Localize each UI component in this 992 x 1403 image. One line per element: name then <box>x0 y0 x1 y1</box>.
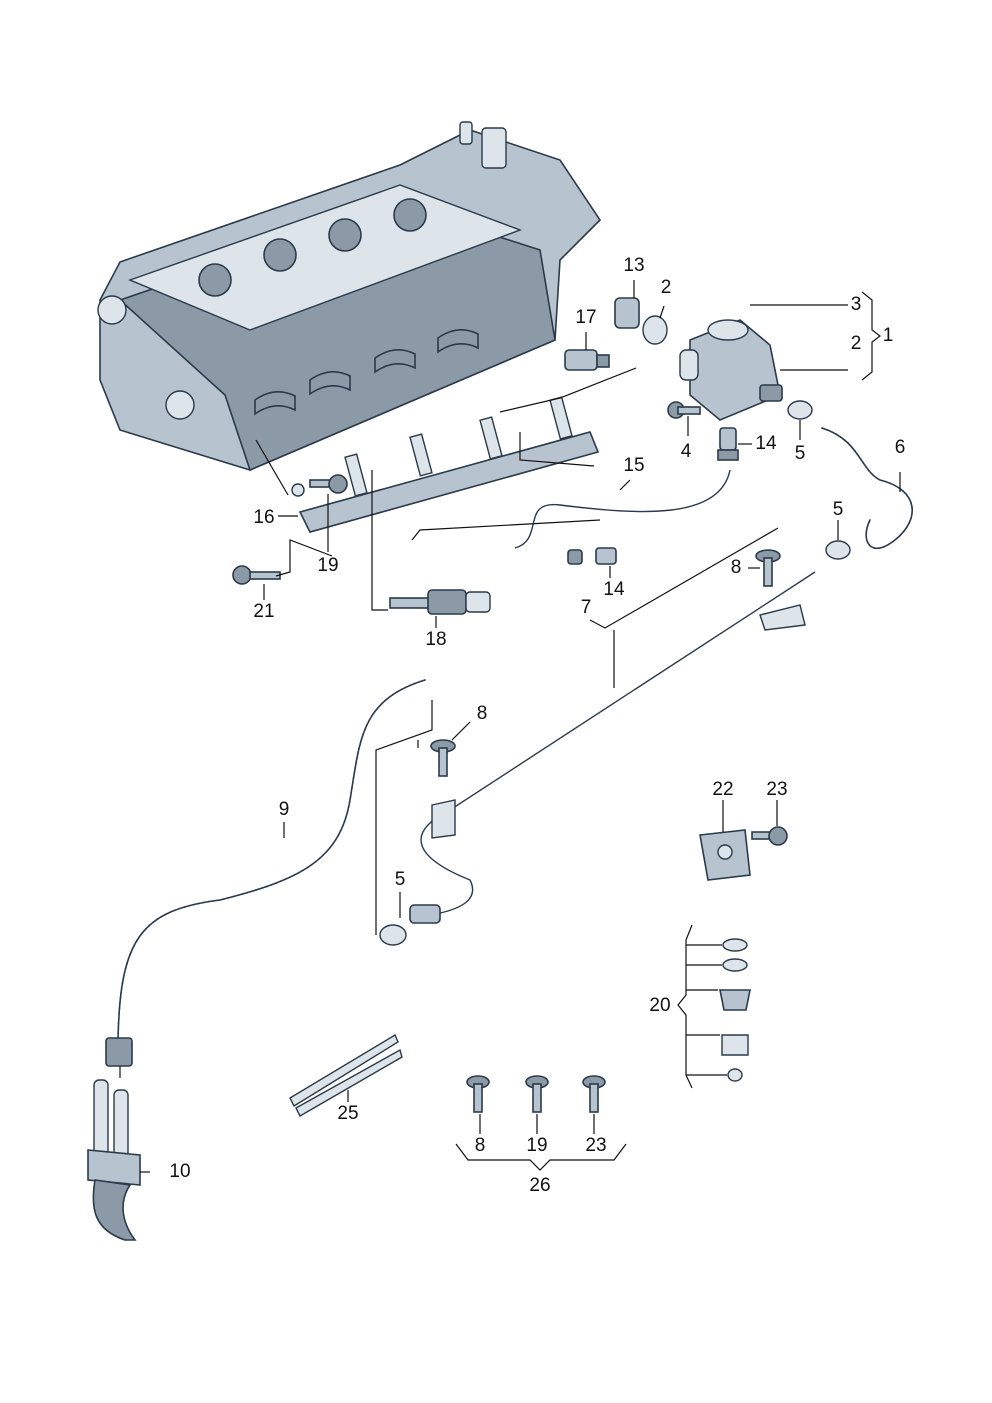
callout-8-upper: 8 <box>731 557 742 578</box>
callout-3: 3 <box>851 294 862 315</box>
part-5-clamp-lower <box>379 924 407 946</box>
callout-17: 17 <box>575 307 596 328</box>
callout-1: 1 <box>883 325 894 346</box>
callout-22: 22 <box>712 779 733 800</box>
callout-26: 26 <box>529 1175 550 1196</box>
leader-lines <box>119 280 901 1173</box>
part-8-bolt-middle <box>430 739 456 777</box>
callout-14-upper: 14 <box>755 433 777 454</box>
part-18-pressure-sender <box>389 589 491 615</box>
part-5-clamp-right <box>825 540 851 560</box>
callout-14-lower: 14 <box>603 579 625 600</box>
callout-5-lower: 5 <box>395 869 406 890</box>
part-7-fuel-line <box>420 571 816 916</box>
part-22-bracket <box>699 829 751 881</box>
part-9-hose <box>117 679 426 1041</box>
callout-18: 18 <box>425 629 446 650</box>
part-10-connector <box>87 1079 141 1241</box>
callout-4: 4 <box>681 441 692 462</box>
part-4-bolt <box>667 401 701 419</box>
callout-19-rail: 19 <box>317 555 338 576</box>
callout-16: 16 <box>253 507 274 528</box>
callout-21: 21 <box>253 601 274 622</box>
callout-8-middle: 8 <box>477 703 488 724</box>
callout-5-upper: 5 <box>795 443 806 464</box>
callout-8-set: 8 <box>475 1135 486 1156</box>
part-8-bolt-upper <box>755 549 781 587</box>
callout-6: 6 <box>895 437 906 458</box>
callout-25: 25 <box>337 1103 358 1124</box>
part-7-connector <box>409 904 441 924</box>
part-26-bolt-set <box>466 1075 606 1113</box>
part-19-bolt <box>309 474 348 494</box>
part-2-o-ring <box>642 315 668 345</box>
callout-13: 13 <box>623 255 644 276</box>
part-13-sleeve <box>614 297 640 329</box>
callout-2-oring: 2 <box>661 277 672 298</box>
callout-19-set: 19 <box>526 1135 547 1156</box>
part-23-bolt-bracket <box>751 826 788 846</box>
high-pressure-pump <box>679 319 783 421</box>
callout-23-set: 23 <box>585 1135 606 1156</box>
callout-9: 9 <box>279 799 290 820</box>
part-14-union-upper <box>717 427 739 461</box>
cylinder-head <box>97 121 602 472</box>
callout-7: 7 <box>581 597 592 618</box>
callout-5-right: 5 <box>833 499 844 520</box>
part-20-repair-kit <box>719 938 751 1082</box>
callout-15: 15 <box>623 455 644 476</box>
part-15-pressure-pipe <box>514 469 731 549</box>
part-5-clamp-upper <box>787 400 813 420</box>
fuel-rail <box>291 396 600 533</box>
part-21-bolt <box>232 565 281 585</box>
callout-20: 20 <box>649 995 670 1016</box>
callout-labels: 1 3 2 13 2 17 4 14 5 6 5 15 14 16 19 21 … <box>169 255 905 1196</box>
part-17-sensor <box>564 349 610 371</box>
callout-23-bracket: 23 <box>766 779 787 800</box>
part-14-union-lower <box>567 547 617 565</box>
part-25-cable-tie <box>289 1033 403 1117</box>
callout-10: 10 <box>169 1161 190 1182</box>
callout-2-assembly: 2 <box>851 333 862 354</box>
